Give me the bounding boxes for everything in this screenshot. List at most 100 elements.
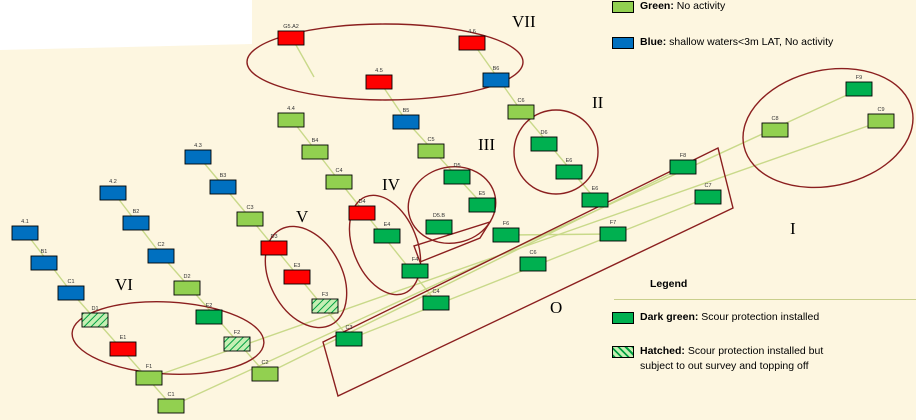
turbine-marker[interactable]: [122, 215, 150, 231]
turbine-c5a[interactable]: C5: [417, 137, 445, 159]
turbine-4-3[interactable]: 4.3: [184, 143, 212, 165]
turbine-c7[interactable]: C7: [694, 183, 722, 205]
turbine-marker[interactable]: [57, 285, 85, 301]
turbine-marker[interactable]: [209, 179, 237, 195]
turbine-marker[interactable]: [301, 144, 329, 160]
turbine-marker[interactable]: [694, 189, 722, 205]
turbine-c6[interactable]: C6: [507, 98, 535, 120]
turbine-b2[interactable]: B2: [122, 209, 150, 231]
turbine-f7[interactable]: F7: [599, 220, 627, 242]
turbine-d5b[interactable]: D5.B: [425, 213, 453, 235]
turbine-f8[interactable]: F8: [669, 153, 697, 175]
turbine-e4[interactable]: E4: [373, 222, 401, 244]
turbine-marker[interactable]: [348, 205, 376, 221]
turbine-e6[interactable]: E6: [555, 158, 583, 180]
turbine-f3[interactable]: F3: [311, 292, 339, 314]
turbine-e3[interactable]: E3: [283, 263, 311, 285]
turbine-d3[interactable]: D3: [260, 234, 288, 256]
turbine-marker[interactable]: [135, 370, 163, 386]
turbine-marker[interactable]: [599, 226, 627, 242]
turbine-e2[interactable]: E2: [195, 303, 223, 325]
turbine-marker[interactable]: [401, 263, 429, 279]
turbine-marker[interactable]: [157, 398, 185, 414]
turbine-d1[interactable]: D1: [81, 306, 109, 328]
turbine-b4[interactable]: B4: [301, 138, 329, 160]
turbine-c2b[interactable]: C2: [251, 360, 279, 382]
turbine-marker[interactable]: [555, 164, 583, 180]
turbine-c1a[interactable]: C1: [57, 279, 85, 301]
turbine-marker[interactable]: [325, 174, 353, 190]
turbine-d4[interactable]: D4: [348, 199, 376, 221]
turbine-b6[interactable]: B6: [482, 66, 510, 88]
turbine-e5[interactable]: E5: [468, 191, 496, 213]
turbine-f4[interactable]: F4: [401, 257, 429, 279]
turbine-4-6[interactable]: 4.6: [458, 29, 486, 51]
turbine-marker[interactable]: [417, 143, 445, 159]
turbine-marker[interactable]: [195, 309, 223, 325]
turbine-marker[interactable]: [311, 298, 339, 314]
turbine-marker[interactable]: [519, 256, 547, 272]
turbine-marker[interactable]: [761, 122, 789, 138]
turbine-marker[interactable]: [335, 331, 363, 347]
turbine-marker[interactable]: [422, 295, 450, 311]
turbine-f2[interactable]: F2: [223, 330, 251, 352]
turbine-marker[interactable]: [425, 219, 453, 235]
turbine-c3a[interactable]: C3: [236, 205, 264, 227]
turbine-marker[interactable]: [669, 159, 697, 175]
turbine-c8[interactable]: C8: [761, 116, 789, 138]
turbine-marker[interactable]: [581, 192, 609, 208]
turbine-c3b[interactable]: C3: [335, 325, 363, 347]
turbine-marker[interactable]: [251, 366, 279, 382]
turbine-marker[interactable]: [482, 72, 510, 88]
turbine-marker[interactable]: [236, 211, 264, 227]
turbine-c2a[interactable]: C2: [147, 242, 175, 264]
turbine-marker[interactable]: [147, 248, 175, 264]
turbine-d2[interactable]: D2: [173, 274, 201, 296]
turbine-g4-5[interactable]: G5.A2: [277, 24, 305, 46]
turbine-marker[interactable]: [30, 255, 58, 271]
turbine-marker[interactable]: [468, 197, 496, 213]
turbine-marker[interactable]: [81, 312, 109, 328]
turbine-b1[interactable]: B1: [30, 249, 58, 271]
turbine-4-2[interactable]: 4.2: [99, 179, 127, 201]
turbine-d5[interactable]: D5: [443, 163, 471, 185]
turbine-label: 4.1: [21, 219, 29, 225]
turbine-marker[interactable]: [458, 35, 486, 51]
turbine-marker[interactable]: [373, 228, 401, 244]
turbine-marker[interactable]: [173, 280, 201, 296]
turbine-marker[interactable]: [530, 136, 558, 152]
turbine-c4b[interactable]: C4: [422, 289, 450, 311]
turbine-g4-1[interactable]: 4.1: [11, 219, 39, 241]
turbine-marker[interactable]: [867, 113, 895, 129]
turbine-marker[interactable]: [99, 185, 127, 201]
turbine-4-4[interactable]: 4.4: [277, 106, 305, 128]
turbine-4-5[interactable]: 4.5: [365, 68, 393, 90]
turbine-marker[interactable]: [11, 225, 39, 241]
turbine-marker[interactable]: [277, 112, 305, 128]
turbine-marker[interactable]: [492, 227, 520, 243]
turbine-c4a[interactable]: C4: [325, 168, 353, 190]
turbine-b3[interactable]: B3: [209, 173, 237, 195]
turbine-marker[interactable]: [443, 169, 471, 185]
turbine-f1[interactable]: F1: [135, 364, 163, 386]
turbine-marker[interactable]: [845, 81, 873, 97]
turbine-c6b[interactable]: C6: [519, 250, 547, 272]
turbine-marker[interactable]: [365, 74, 393, 90]
turbine-b5[interactable]: B5: [392, 108, 420, 130]
turbine-e6b[interactable]: E6: [581, 186, 609, 208]
turbine-marker[interactable]: [392, 114, 420, 130]
turbine-marker[interactable]: [260, 240, 288, 256]
turbine-c1b[interactable]: C1: [157, 392, 185, 414]
turbine-e1[interactable]: E1: [109, 335, 137, 357]
turbine-marker[interactable]: [283, 269, 311, 285]
turbine-marker[interactable]: [507, 104, 535, 120]
turbine-marker[interactable]: [109, 341, 137, 357]
turbine-f6[interactable]: F6: [492, 221, 520, 243]
turbine-marker[interactable]: [184, 149, 212, 165]
turbine-c9[interactable]: C9: [867, 107, 895, 129]
turbine-d6[interactable]: D6: [530, 130, 558, 152]
turbine-f9[interactable]: F9: [845, 75, 873, 97]
turbine-marker[interactable]: [223, 336, 251, 352]
turbine-marker[interactable]: [277, 30, 305, 46]
